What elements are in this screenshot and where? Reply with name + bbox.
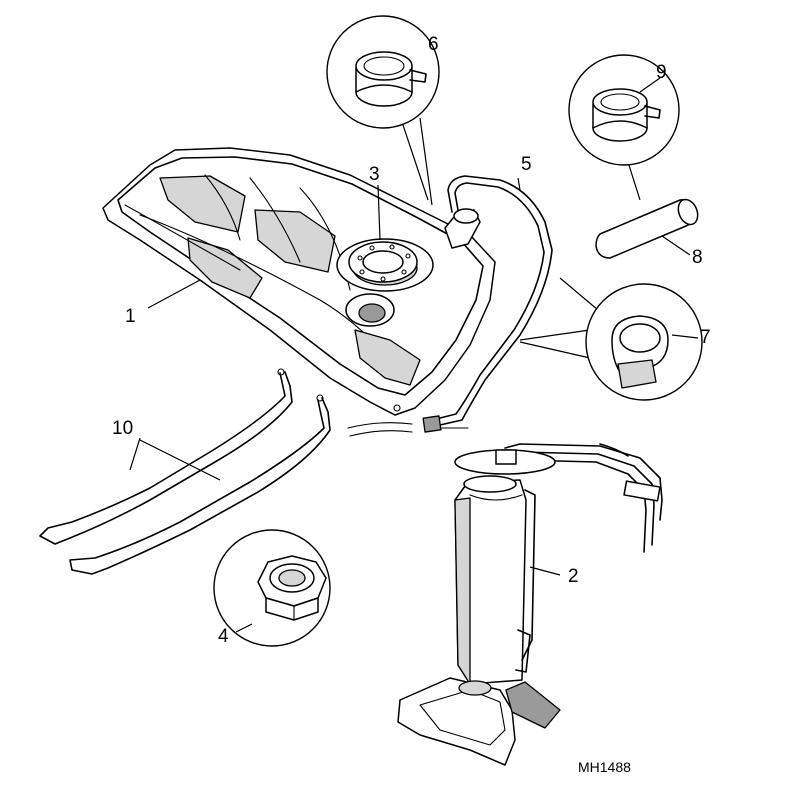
tank-strap-icon — [39, 368, 331, 575]
fuel-pump-sender-icon — [397, 443, 663, 766]
detail-circle-9 — [568, 54, 680, 201]
callout-5: 5 — [521, 154, 532, 175]
callout-1: 1 — [125, 306, 136, 327]
callout-10: 10 — [112, 418, 133, 439]
callout-8: 8 — [692, 247, 703, 268]
pipe-clip-icon — [611, 315, 669, 389]
callout-3: 3 — [369, 164, 380, 185]
hose-clip-icon — [355, 51, 427, 107]
callout-9: 9 — [656, 62, 667, 83]
breather-pipe-icon — [347, 175, 553, 437]
callout-6: 6 — [428, 34, 439, 55]
reference-code: MH1488 — [578, 759, 631, 775]
detail-circle-7 — [519, 277, 703, 401]
leader-lines — [129, 77, 661, 576]
hose-icon — [595, 198, 699, 259]
detail-circle-6 — [326, 15, 440, 206]
hose-clip-icon — [592, 88, 661, 142]
callout-4: 4 — [218, 626, 229, 647]
detail-circle-4 — [213, 529, 331, 647]
callout-2: 2 — [568, 566, 579, 587]
locking-ring-icon — [348, 241, 418, 283]
fuel-tank-icon — [102, 147, 496, 416]
callout-7: 7 — [700, 327, 711, 348]
nut-icon — [257, 555, 327, 621]
